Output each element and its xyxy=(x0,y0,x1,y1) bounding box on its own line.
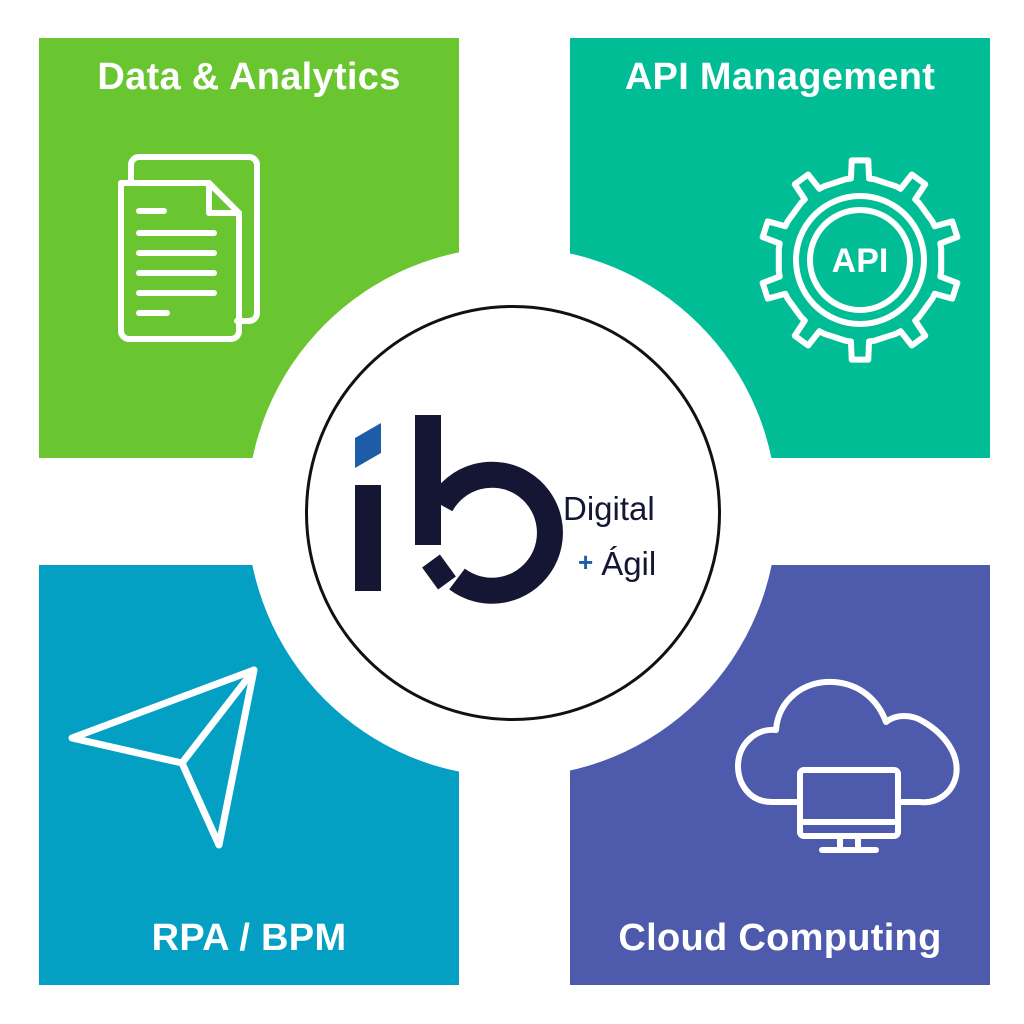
documents-icon xyxy=(118,154,260,342)
logo-word-digital: Digital xyxy=(563,490,655,527)
tile-title-cloud-computing: Cloud Computing xyxy=(618,917,942,959)
api-gear-icon: API xyxy=(759,157,961,363)
logo-word-agil-text: Ágil xyxy=(601,545,657,582)
tile-title-data-analytics: Data & Analytics xyxy=(97,56,401,98)
cloud-computer-icon xyxy=(735,678,960,853)
ib-logo-mark xyxy=(355,415,563,604)
tile-cloud-computing: Cloud Computing xyxy=(570,565,990,985)
logo-word-agil: +Ágil xyxy=(578,545,656,583)
tile-title-api-management: API Management xyxy=(624,56,936,98)
paper-plane-icon xyxy=(68,666,258,849)
tile-title-rpa-bpm: RPA / BPM xyxy=(151,917,347,959)
logo-plus-sign: + xyxy=(578,547,594,577)
tile-data-analytics: Data & Analytics xyxy=(39,38,459,458)
api-icon-label: API xyxy=(832,242,889,280)
